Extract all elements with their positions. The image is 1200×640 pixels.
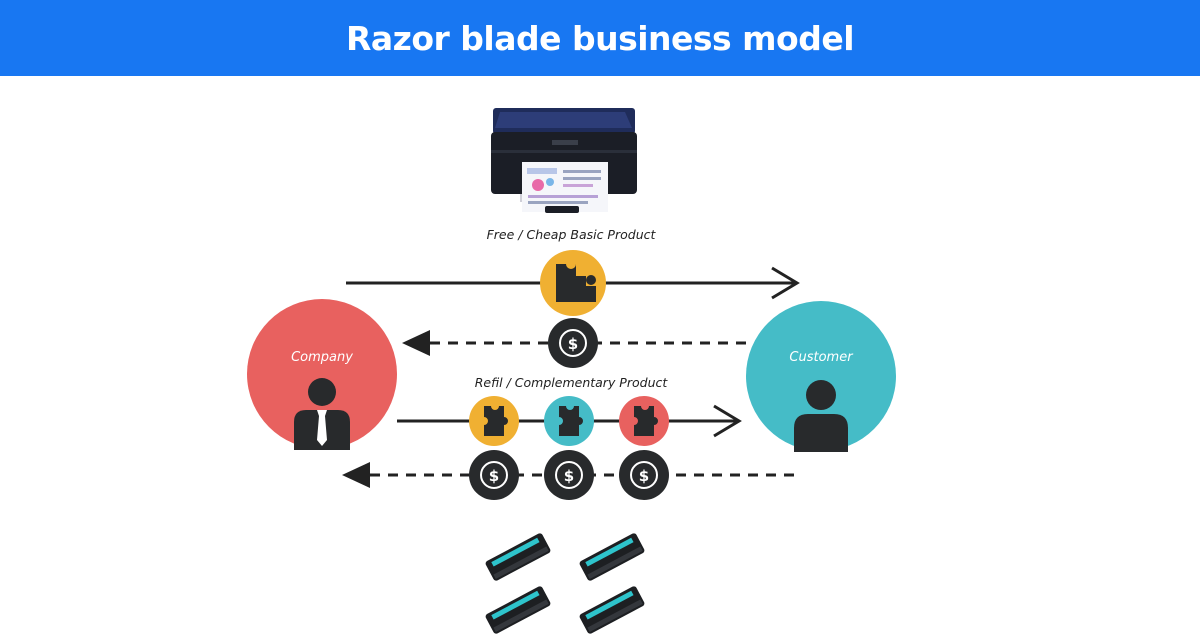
payment-dollar-icon: $ [619, 450, 669, 500]
refill-puzzle-icon [544, 396, 594, 446]
complementary-product-label: Refil / Complementary Product [475, 375, 669, 390]
title-banner: Razor blade business model [0, 0, 1200, 76]
refill-puzzle-icon [619, 396, 669, 446]
toner-cartridge-icon [485, 586, 551, 634]
toner-cartridge-icon [485, 533, 551, 581]
customer-node: Customer [746, 301, 896, 452]
company-node: Company [247, 299, 397, 450]
company-label: Company [291, 350, 353, 365]
dollar-symbol: $ [489, 467, 499, 485]
toner-cartridge-icon [579, 533, 645, 581]
printer-icon [491, 108, 637, 213]
dollar-symbol: $ [568, 335, 578, 353]
toner-cartridge-icon [579, 586, 645, 634]
payment-dollar-icon: $ [548, 318, 598, 368]
page-title: Razor blade business model [345, 18, 855, 58]
refill-puzzle-icon [469, 396, 519, 446]
payment-flow-arrow-top [402, 330, 746, 356]
dollar-symbol: $ [564, 467, 574, 485]
customer-label: Customer [789, 350, 854, 365]
payment-dollar-icon: $ [469, 450, 519, 500]
payment-flow-arrow-bottom [342, 462, 800, 488]
person-icon [294, 378, 350, 450]
payment-dollar-icon: $ [544, 450, 594, 500]
basic-product-label: Free / Cheap Basic Product [487, 227, 657, 242]
person-icon [794, 380, 848, 452]
basic-product-puzzle-icon [540, 250, 606, 316]
dollar-symbol: $ [639, 467, 649, 485]
